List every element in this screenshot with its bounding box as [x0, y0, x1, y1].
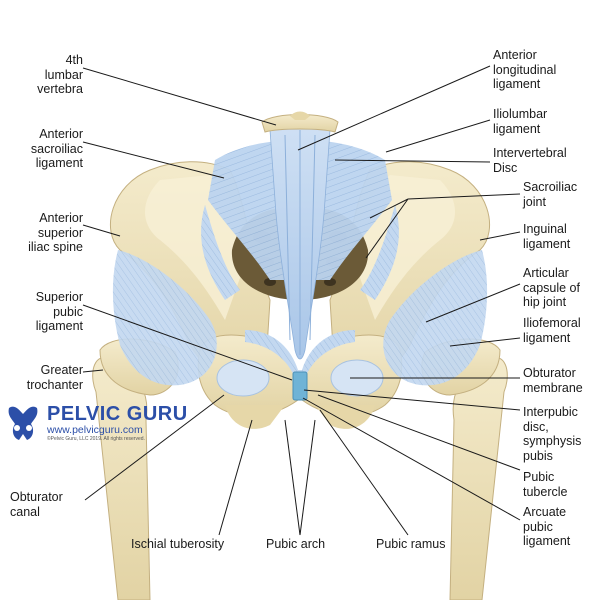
label-anterior-superior-iliac-spine: Anterior superior iliac spine [28, 211, 83, 254]
leader-pubic-arch-b [299, 419, 316, 536]
label-obturator-canal: Obturator canal [10, 490, 63, 519]
label-inguinal-ligament: Inguinal ligament [523, 222, 571, 251]
label-4th-lumbar-vertebra: 4th lumbar vertebra [37, 53, 83, 96]
leader-pubic-ramus [319, 409, 409, 536]
label-interpubic-disc-symphysis-pubis: Interpubic disc, symphysis pubis [523, 405, 582, 463]
leader-sacroiliac-b [369, 198, 409, 219]
leader-anterior-sacroiliac [82, 141, 225, 179]
leader-articular-capsule [425, 283, 521, 323]
leader-intervertebral [334, 159, 491, 163]
label-pubic-tubercle: Pubic tubercle [523, 470, 568, 499]
leader-sacroiliac-c [365, 198, 409, 259]
leader-greater-trochanter [82, 369, 104, 373]
leader-sacroiliac-a [407, 193, 521, 200]
label-pubic-ramus: Pubic ramus [376, 537, 446, 551]
logo-copyright: ©Pelvic Guru, LLC 2019. All rights reser… [47, 436, 145, 442]
left-hip-capsule [383, 250, 488, 386]
leader-anterior-longitudinal [297, 65, 491, 151]
interpubic-disc [292, 371, 308, 401]
label-intervertebral-disc: Intervertebral Disc [493, 146, 567, 175]
logo-url: www.pelvicguru.com [47, 424, 143, 436]
pubic-ligaments [245, 330, 355, 378]
label-anterior-sacroiliac-ligament: Anterior sacroiliac ligament [30, 127, 83, 170]
label-ischial-tuberosity: Ischial tuberosity [131, 537, 225, 551]
leader-pubic-arch-a [284, 419, 301, 536]
leader-asis [82, 224, 121, 237]
leader-lumbar-vertebra [82, 67, 277, 126]
leader-obturator-canal [84, 394, 225, 501]
label-superior-pubic-ligament: Superior pubic ligament [35, 290, 83, 333]
label-arcuate-pubic-ligament: Arcuate pubic ligament [523, 505, 571, 548]
label-anterior-longitudinal-ligament: Anterior longitudinal ligament [493, 48, 557, 91]
leader-iliolumbar [385, 119, 491, 153]
label-articular-capsule-of-hip-joint: Articular capsule of hip joint [523, 266, 580, 309]
lumbar-vertebra [261, 111, 339, 133]
leader-interpubic-disc [303, 389, 521, 411]
leader-pubic-tubercle [317, 394, 521, 471]
leader-inguinal [479, 231, 521, 241]
label-pubic-arch: Pubic arch [266, 537, 326, 551]
label-iliofemoral-ligament: Iliofemoral ligament [523, 316, 581, 345]
label-iliolumbar-ligament: Iliolumbar ligament [493, 107, 548, 136]
leader-arcuate-pubic [302, 397, 521, 521]
logo-brand-name: PELVIC GURU [47, 403, 188, 425]
label-obturator-membrane: Obturator membrane [523, 366, 583, 395]
leader-superior-pubic [82, 304, 293, 381]
right-hip-capsule [112, 250, 217, 386]
leader-iliofemoral [449, 337, 521, 347]
leader-ischial-tuberosity [218, 419, 253, 536]
pelvis-logo-icon [8, 406, 38, 440]
label-greater-trochanter: Greater trochanter [26, 363, 83, 392]
pelvic-guru-logo: PELVIC GURU www.pelvicguru.com ©Pelvic G… [5, 402, 190, 442]
label-sacroiliac-joint: Sacroiliac joint [523, 180, 578, 209]
